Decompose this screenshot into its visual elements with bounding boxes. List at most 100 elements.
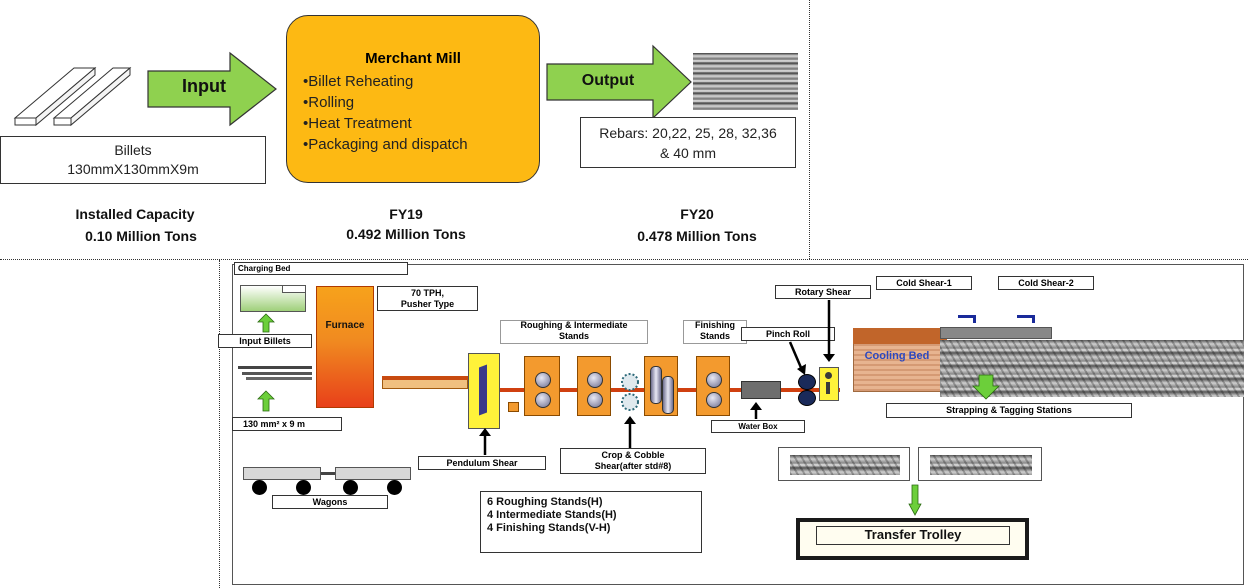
- finishing-stands-label-border: [683, 320, 747, 344]
- finishing-stands-label: Finishing Stands: [683, 320, 747, 344]
- roughing-stands-line2: Stands: [558, 331, 589, 341]
- merchant-mill-box: Merchant Mill Billet Reheating Rolling H…: [286, 15, 540, 183]
- output-label: Output: [581, 72, 635, 89]
- fy20-title: FY20: [680, 206, 714, 222]
- billet-stack: [238, 366, 312, 369]
- roughing-stands-line1: Roughing & Intermediate: [520, 320, 628, 330]
- water-box: [741, 381, 781, 399]
- transfer-trolley: [796, 518, 1029, 560]
- wagon-wheel: [343, 480, 358, 495]
- pendulum-shear-label: Pendulum Shear: [418, 456, 546, 470]
- strapping-arrow: [972, 374, 1000, 400]
- cold-shear-table: [940, 327, 1052, 339]
- crop-cobble-pointer: [624, 416, 636, 449]
- installed-capacity-title: Installed Capacity: [75, 206, 195, 222]
- pendulum-shear-pointer: [479, 428, 491, 455]
- rotary-shear-blade: [825, 372, 832, 379]
- rotary-shear-pointer: [823, 300, 835, 362]
- merchant-mill-process-list: Billet Reheating Rolling Heat Treatment …: [303, 71, 539, 155]
- pendulum-shear-blade: [479, 364, 487, 416]
- furnace-label: Furnace: [325, 320, 365, 331]
- rotary-shear-label: Rotary Shear: [775, 285, 871, 299]
- cooling-bed-label: Cooling Bed: [864, 350, 930, 362]
- furnace: [316, 286, 374, 408]
- fy20-value: 0.478 Million Tons: [637, 228, 757, 244]
- rotary-shear-blade: [826, 382, 830, 394]
- crop-cobble-label: Crop & Cobble Shear(after std#8): [560, 448, 706, 474]
- top-separator: [0, 259, 1248, 260]
- crop-cobble-line1: Crop & Cobble: [601, 450, 665, 460]
- discharge-roller-table-top: [382, 376, 468, 380]
- billet-feed-arrow: [257, 390, 275, 412]
- input-billets-label: Input Billets: [218, 334, 312, 348]
- wagon-wheel: [387, 480, 402, 495]
- cold-shear-2-marker-tip: [1032, 315, 1035, 323]
- stand-roll: [587, 392, 603, 408]
- left-lower-separator: [219, 260, 220, 588]
- stands-list-item: 6 Roughing Stands(H): [487, 496, 603, 508]
- cold-shear-2-marker: [1017, 315, 1035, 318]
- water-box-pointer: [750, 402, 762, 419]
- roughing-stands-label: Roughing & Intermediate Stands: [500, 320, 648, 344]
- stands-list-box: 6 Roughing Stands(H) 4 Intermediate Stan…: [480, 491, 702, 553]
- vertical-roll: [650, 366, 662, 404]
- trolley-arrow: [908, 484, 922, 516]
- cooling-bed-top: [853, 328, 947, 344]
- merchant-mill-title: Merchant Mill: [365, 50, 461, 67]
- stand-roll: [587, 372, 603, 388]
- pinch-roll-pointer: [788, 341, 806, 375]
- wagon-coupler: [321, 472, 335, 475]
- cold-shear-1-label: Cold Shear-1: [876, 276, 972, 290]
- billet-stack: [242, 372, 312, 375]
- fy19-title: FY19: [389, 206, 423, 222]
- input-label: Input: [182, 76, 226, 96]
- wagons-label: Wagons: [272, 495, 388, 509]
- stand-roll: [706, 372, 722, 388]
- stands-list-item: 4 Finishing Stands(V-H): [487, 522, 611, 534]
- process-item: Billet Reheating: [303, 71, 539, 92]
- furnace-spec-line1: 70 TPH,: [410, 288, 444, 298]
- process-item: Heat Treatment: [303, 113, 539, 134]
- rebars-box: Rebars: 20,22, 25, 28, 32,36 & 40 mm: [580, 117, 796, 168]
- wagon-wheel: [296, 480, 311, 495]
- wagon: [243, 467, 321, 480]
- billet-stack: [246, 377, 312, 380]
- fy19-value: 0.492 Million Tons: [346, 226, 466, 242]
- billets-box: Billets 130mmX130mmX9m: [0, 136, 266, 184]
- cold-shear-1-marker: [958, 315, 976, 318]
- crop-cobble-shear: [621, 373, 639, 411]
- stands-list-item: 4 Intermediate Stands(H): [487, 509, 617, 521]
- billets-illustration: [13, 66, 132, 127]
- wagon: [335, 467, 411, 480]
- roughing-stands-label-border: [500, 320, 648, 344]
- crop-cobble-line2: Shear(after std#8): [594, 461, 672, 471]
- water-box-label: Water Box: [711, 420, 805, 433]
- billets-size: 130mmX130mmX9m: [67, 161, 199, 177]
- finishing-stands-line1: Finishing: [695, 320, 735, 330]
- pinch-roll-label: Pinch Roll: [741, 327, 835, 341]
- cold-shear-2-label: Cold Shear-2: [998, 276, 1094, 290]
- pinch-roll: [798, 390, 816, 406]
- rebar-sizes: Rebars: 20,22, 25, 28, 32,36: [599, 125, 777, 141]
- stand-roll: [535, 392, 551, 408]
- billet-size-label: 130 mm² x 9 m: [232, 417, 342, 431]
- transfer-trolley-label: Transfer Trolley: [864, 527, 962, 542]
- stand-roll: [706, 392, 722, 408]
- billets-title: Billets: [114, 142, 152, 158]
- transfer-trolley-inner: [816, 526, 1010, 545]
- cold-shear-1-marker-tip: [973, 315, 976, 323]
- rebar-photo: [693, 53, 798, 110]
- strapping-label: Strapping & Tagging Stations: [886, 403, 1132, 418]
- vertical-roll: [662, 376, 674, 414]
- process-item: Rolling: [303, 92, 539, 113]
- charging-bed-label: Charging Bed: [234, 262, 408, 275]
- rebar-bundle-bars: [930, 455, 1032, 475]
- furnace-spec-line2: Pusher Type: [400, 299, 455, 309]
- charging-bed-outline: [282, 285, 306, 293]
- installed-capacity-value: 0.10 Million Tons: [85, 228, 197, 244]
- stand-roll: [535, 372, 551, 388]
- pinch-roll: [798, 374, 816, 390]
- shear-block: [508, 402, 519, 412]
- vertical-separator: [809, 0, 810, 259]
- rebar-bundle-bars: [790, 455, 900, 475]
